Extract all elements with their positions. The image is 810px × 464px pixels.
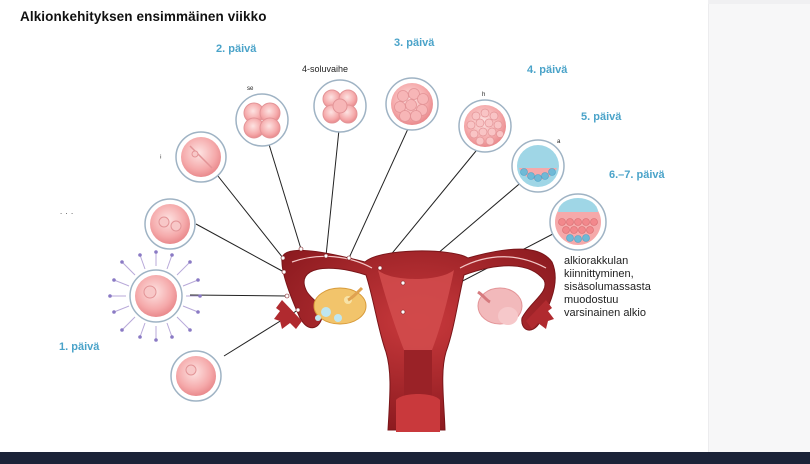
day-4-label: 4. päivä [527, 64, 567, 76]
pronuclei-cell [145, 199, 195, 249]
day-5-label: 5. päivä [581, 111, 621, 123]
day-6-7-label: 6.–7. päivä [609, 169, 665, 181]
fragment-label-e: ˙ ˙ ˙ [60, 212, 74, 222]
taskbar [0, 452, 810, 464]
day-1-label: 1. päivä [59, 341, 99, 353]
early-blastocyst [512, 140, 564, 192]
side-panel-top [708, 0, 810, 4]
egg-cell [171, 351, 221, 401]
eight-cell-stage [314, 80, 366, 132]
page-title: Alkionkehityksen ensimmäinen viikko [20, 9, 267, 24]
fragment-label-d: ᵃ [557, 137, 560, 147]
embryo-diagram [0, 0, 708, 452]
side-panel [708, 0, 810, 452]
description-line: alkiorakkulan [564, 255, 651, 268]
implantation-description: alkiorakkulan kiinnittyminen, sisäsoluma… [564, 255, 651, 320]
description-line: kiinnittyminen, [564, 268, 651, 281]
description-line: muodostuu [564, 294, 651, 307]
four-cell-label: 4-soluvaihe [302, 64, 348, 73]
description-line: varsinainen alkio [564, 307, 651, 320]
uterus-illustration [274, 247, 555, 432]
two-cell-stage [176, 132, 226, 182]
morula [459, 100, 511, 152]
fragment-label-b: ʰ [482, 90, 485, 100]
blastocyst [550, 194, 606, 250]
zygote-cell [108, 250, 202, 342]
four-cell-stage [236, 94, 288, 146]
description-line: sisäsolumassasta [564, 281, 651, 294]
day-3-label: 3. päivä [394, 37, 434, 49]
fragment-label-a: ˢᵉ [247, 84, 253, 94]
sixteen-cell-stage [386, 78, 438, 130]
day-2-label: 2. päivä [216, 43, 256, 55]
fragment-label-c: ⁱ [160, 153, 162, 163]
